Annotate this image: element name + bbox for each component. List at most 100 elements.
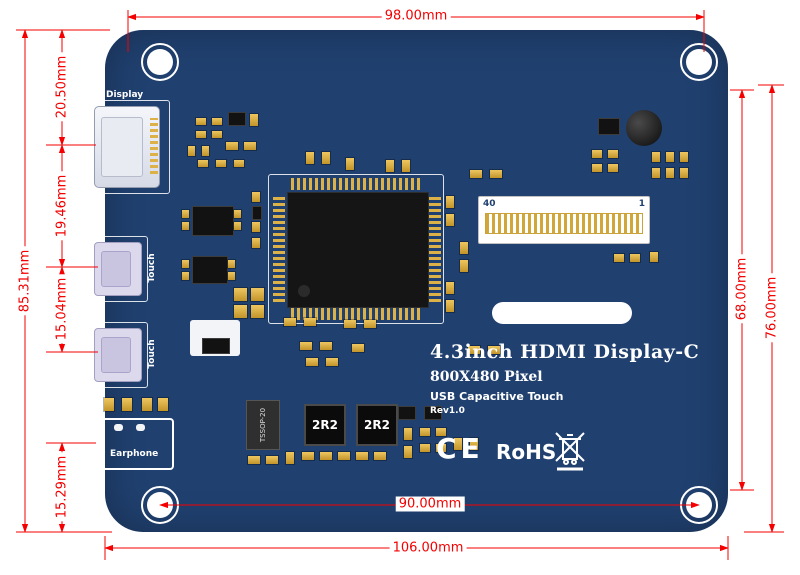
solder-pad: [446, 300, 454, 312]
dim-right-outer-height: 76.00mm: [764, 273, 780, 343]
earphone-label: Earphone: [110, 449, 159, 459]
earphone-jack-outline: [98, 418, 174, 470]
dim-left-seg1: 20.50mm: [54, 52, 70, 122]
power-inductor-2: 2R2: [356, 404, 398, 446]
solder-pad: [226, 142, 238, 150]
solder-pad: [352, 344, 364, 352]
solder-pad: [300, 342, 312, 350]
dim-left-seg4: 15.29mm: [54, 452, 70, 522]
smd-component: [202, 338, 230, 354]
display-port-label: Display: [106, 90, 144, 100]
smd-component: [424, 406, 442, 420]
solder-pad: [198, 160, 208, 167]
solder-pad: [374, 452, 386, 460]
fpc-pin1-label: 1: [638, 199, 645, 209]
solder-pad: [266, 456, 278, 464]
solder-pad: [252, 192, 260, 202]
solder-pad: [608, 164, 618, 172]
solder-pad: [652, 168, 660, 178]
solder-pad: [364, 320, 376, 328]
solder-pad: [490, 170, 502, 178]
solder-pad: [228, 272, 235, 280]
solder-pad: [436, 428, 446, 436]
solder-pad: [286, 452, 294, 464]
dim-left-seg3: 15.04mm: [54, 274, 70, 344]
smd-component-white: [114, 424, 123, 431]
solder-pad: [182, 210, 189, 218]
solder-pad: [320, 452, 332, 460]
solder-pad: [652, 152, 660, 162]
solder-pad: [386, 160, 394, 172]
dim-left-seg2: 19.46mm: [54, 171, 70, 241]
solder-pad: [344, 320, 356, 328]
backlight-slot: [492, 302, 632, 324]
solder-pad: [402, 160, 410, 172]
solder-pad: [306, 358, 318, 366]
qfp-pins-right: [429, 196, 441, 302]
solder-pad: [306, 152, 314, 164]
solder-pad: [488, 346, 500, 354]
qfp-pins-left: [273, 196, 285, 302]
dim-top-width: 98.00mm: [381, 8, 451, 24]
solder-pad: [436, 444, 446, 452]
rohs-mark: RoHS: [496, 440, 557, 464]
smd-component: [192, 206, 234, 236]
dim-left-total-height: 85.31mm: [17, 246, 33, 316]
solder-pad: [234, 222, 241, 230]
mounting-hole-bottom-right: [680, 486, 718, 524]
solder-pad: [446, 196, 454, 208]
solder-pad: [356, 452, 368, 460]
hdmi-display-port: [94, 106, 160, 188]
solder-pad: [248, 456, 260, 464]
touch-usb-port-1: [94, 242, 142, 296]
usb-port-opening: [101, 337, 131, 373]
solder-pad: [202, 146, 209, 156]
solder-pad: [630, 254, 640, 262]
solder-pad: [404, 428, 412, 440]
solder-pad: [252, 238, 260, 248]
solder-pad: [420, 444, 430, 452]
solder-pad: [250, 114, 258, 126]
solder-pad: [234, 210, 241, 218]
solder-pad: [470, 438, 478, 450]
solder-pad: [680, 152, 688, 162]
solder-pad: [346, 158, 354, 170]
mounting-hole-top-left: [141, 43, 179, 81]
solder-pad: [244, 142, 256, 150]
smd-component-white: [136, 424, 145, 431]
fpc-pin40-label: 40: [483, 199, 496, 209]
touch-port2-silk: [90, 322, 148, 388]
dim-right-inner-height: 68.00mm: [734, 254, 750, 324]
solder-pad: [302, 452, 314, 460]
power-inductor-coil: [626, 110, 662, 146]
solder-pad: [470, 170, 482, 178]
solder-pad: [460, 242, 468, 254]
fpc-connector: 40 1: [478, 196, 650, 244]
board-touch-type: USB Capacitive Touch: [430, 390, 564, 403]
smd-component: [228, 112, 246, 126]
solder-pad: [304, 318, 316, 326]
solder-pad: [404, 446, 412, 458]
solder-pad: [228, 260, 235, 268]
main-controller-chip: [287, 192, 429, 308]
solder-pad: [158, 398, 168, 411]
solder-pad: [454, 438, 462, 450]
board-title: 4.3inch HDMI Display-C: [430, 341, 700, 363]
tssop-label: TSSOP-20: [259, 407, 267, 443]
solder-pad: [251, 288, 264, 301]
solder-pad: [212, 118, 222, 125]
power-inductor-1: 2R2: [304, 404, 346, 446]
solder-pad: [216, 160, 226, 167]
solder-pad: [122, 398, 132, 411]
solder-pad: [326, 358, 338, 366]
usb-port-opening: [101, 251, 131, 287]
solder-pad: [468, 346, 480, 354]
solder-pad: [234, 288, 247, 301]
solder-pad: [460, 260, 468, 272]
solder-pad: [614, 254, 624, 262]
solder-pad: [592, 164, 602, 172]
touch-port1-label: Touch: [147, 253, 157, 283]
smd-component: [252, 206, 262, 220]
solder-pad: [446, 214, 454, 226]
